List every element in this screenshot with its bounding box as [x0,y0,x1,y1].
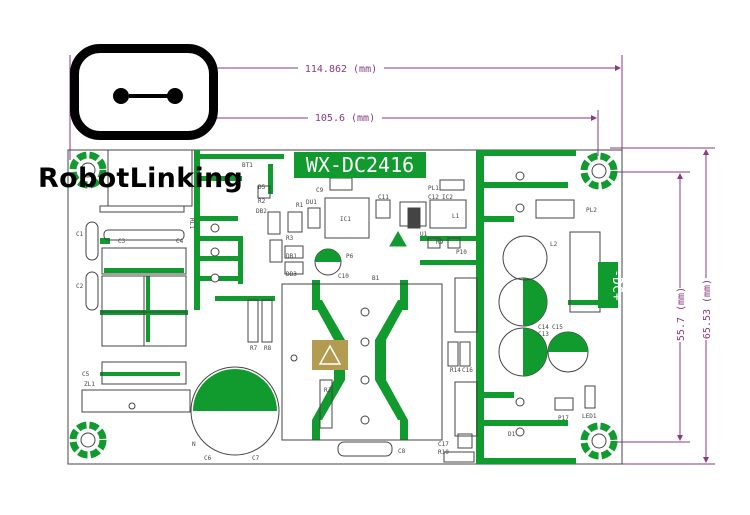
label-c11: C11 [378,194,389,201]
label-n: N [192,441,196,448]
label-c13: C13 [538,331,549,338]
label-l1: L1 [452,213,460,220]
label-db2: DB2 [256,208,267,215]
label-c10: C10 [338,273,349,280]
label-r8: R8 [264,345,272,352]
label-r14: R14 [450,367,461,374]
overall-width-label: 114.862 (mm) [305,64,377,75]
label-r2: R2 [258,198,266,205]
label-zl1: ZL1 [84,381,95,388]
pcb-outline [67,149,623,465]
mounting-hole-bottom-right [580,422,618,460]
component-designators: BT1 D5 R2 DB2 R1 DU1 C9 IC1 C11 PL1 C12 … [76,162,597,462]
label-r10: R10 [438,449,449,456]
label-c6: C6 [204,455,212,462]
warning-icon [312,340,348,370]
overall-height-label: 65.53 (mm) [702,279,713,339]
label-pl1: PL1 [428,185,439,192]
label-r7: R7 [250,345,258,352]
label-c8: C8 [398,448,406,455]
label-p10: P10 [456,249,467,256]
label-c12: C12 [428,194,439,201]
solder-pads [128,171,525,437]
robot-head-logo [70,44,218,140]
label-ic2: IC2 [442,194,453,201]
hole-spacing-width-label: 105.6 (mm) [315,113,375,124]
mounting-holes [69,151,618,460]
model-label-box [294,152,426,178]
label-c1: C1 [76,231,84,238]
label-c5: C5 [82,371,90,378]
logo-mouth-bar [129,94,175,98]
label-rl1: RL1 [188,218,195,229]
label-r1: R1 [296,202,304,209]
output-label: -DC+ [609,269,624,300]
label-d5: D5 [258,184,266,191]
label-c2: C2 [76,283,84,290]
output-capacitors [314,248,589,377]
label-c15: C15 [552,324,563,331]
label-p6: P6 [346,253,354,260]
label-c14: C14 [538,324,549,331]
label-p17: P17 [558,415,569,422]
label-l2: L2 [550,241,558,248]
label-u1: U1 [420,231,428,238]
label-led1: LED1 [582,413,597,420]
mounting-hole-bottom-left [69,421,107,459]
output-label-box [598,262,618,308]
hole-spacing-height-label: 55.7 (mm) [676,287,687,341]
label-c17: C17 [438,441,449,448]
mounting-hole-top-right [580,152,618,190]
logo-right-eye [167,88,183,104]
label-b1: B1 [372,275,380,282]
mounting-hole-top-left [69,151,107,189]
label-db3: DB3 [286,271,297,278]
label-db1: DB1 [286,253,297,260]
label-r9: R9 [436,239,444,246]
label-du1: DU1 [306,199,317,206]
logo-left-eye [113,88,129,104]
model-label: WX-DC2416 [306,153,414,177]
label-d1: D1 [508,431,516,438]
label-c3: C3 [118,238,126,245]
label-rj: RJ [324,387,331,394]
silkscreen-outlines [81,149,601,463]
label-c4: C4 [176,238,184,245]
label-bt1: BT1 [242,162,253,169]
label-c16: C16 [462,367,473,374]
esd-warning-icon [389,230,407,247]
label-c7: C7 [252,455,260,462]
label-r3: R3 [286,235,294,242]
label-pl2: PL2 [586,207,597,214]
label-ic1: IC1 [340,216,351,223]
label-c9: C9 [316,187,324,194]
brand-name: RobotLinking [38,163,244,194]
